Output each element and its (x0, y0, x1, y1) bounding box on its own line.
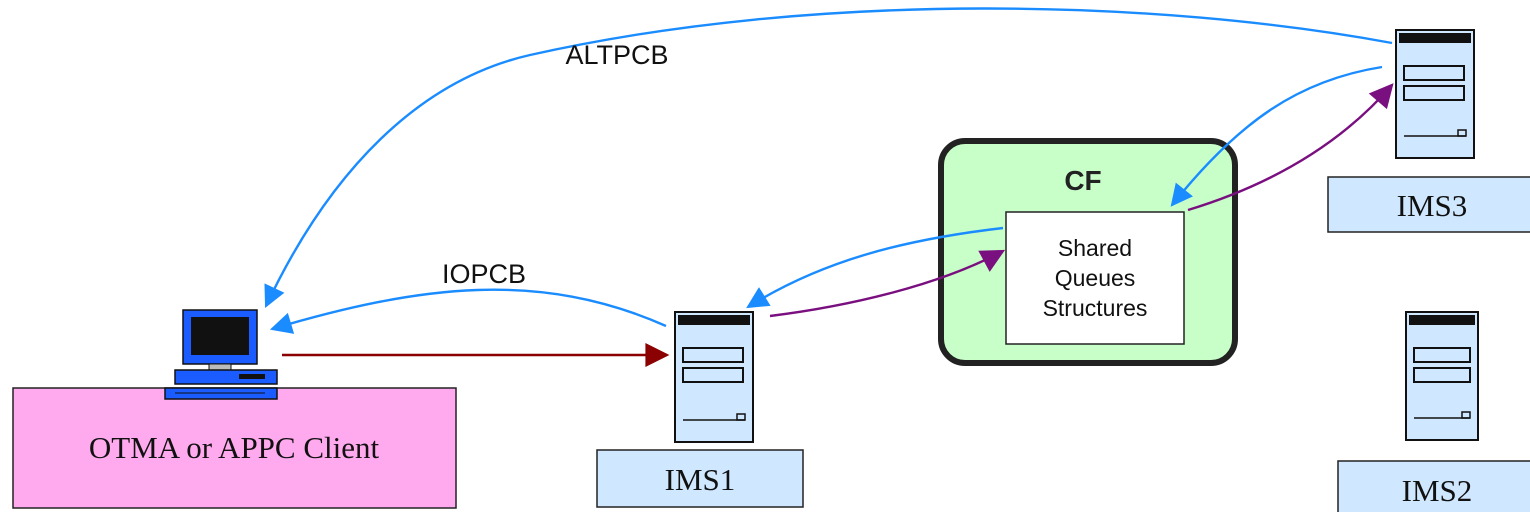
altpcb-label: ALTPCB (565, 40, 668, 70)
shared-queues-label-line1: Shared (1058, 235, 1132, 261)
ims3-to-queues-edge (1170, 65, 1383, 207)
shared-queues-label-line3: Structures (1043, 295, 1148, 321)
ims1-box (596, 449, 804, 508)
queues-to-ims3-edge (1187, 83, 1394, 212)
ims3-box (1327, 176, 1530, 233)
ims1-label: IMS1 (665, 462, 736, 497)
ims3-server-icon (1395, 29, 1475, 159)
ims2-label: IMS2 (1402, 473, 1473, 508)
iopcb-label: IOPCB (442, 259, 526, 289)
ims2-server-icon (1405, 311, 1479, 441)
cf-label: CF (1064, 165, 1101, 196)
iopcb-edge (269, 288, 667, 334)
shared-queues-box (1005, 211, 1185, 345)
ims2-box (1337, 460, 1530, 512)
altpcb-edge (264, 7, 1393, 308)
client-computer-icon (164, 309, 278, 400)
queues-to-ims1-edge (746, 226, 1004, 309)
ims3-label: IMS3 (1397, 188, 1468, 223)
ims1-to-queues-edge (769, 249, 1006, 318)
client-label: OTMA or APPC Client (89, 430, 380, 465)
shared-queues-label-line2: Queues (1055, 265, 1136, 291)
ims1-server-icon (674, 311, 754, 443)
